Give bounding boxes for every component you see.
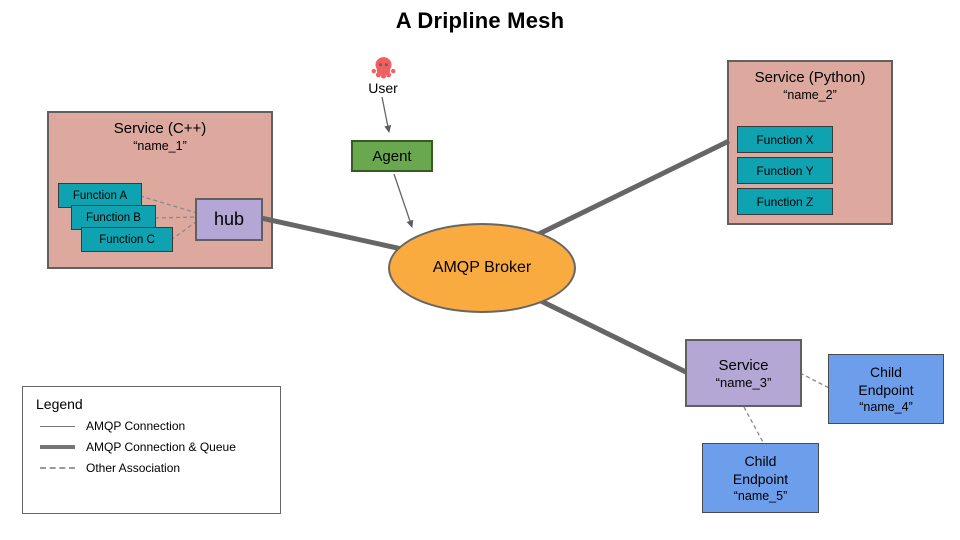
octopus-icon xyxy=(371,57,396,79)
service3-box: Service “name_3” xyxy=(685,339,802,407)
amqp-line-agent-broker xyxy=(393,173,414,228)
assoc-line-service3-child4 xyxy=(799,372,832,390)
agent-box: Agent xyxy=(351,140,433,172)
thick-line-swatch xyxy=(40,445,75,449)
thin-line-swatch xyxy=(40,425,75,427)
assoc-line-service3-child5 xyxy=(743,406,765,445)
service3-title: Service xyxy=(718,356,769,374)
service-cpp-title: Service (C++) xyxy=(113,120,207,137)
amqp-broker-ellipse: AMQP Broker xyxy=(388,223,576,313)
function-x-box: Function X xyxy=(737,126,833,153)
function-b-label: Function B xyxy=(86,211,141,224)
function-b-box: Function B xyxy=(71,205,156,230)
service-python-name: “name_2” xyxy=(783,88,837,102)
function-y-box: Function Y xyxy=(737,157,833,184)
legend-item-amqp-connection-queue: AMQP Connection & Queue xyxy=(40,440,280,454)
child-endpoint-5-title: Child Endpoint xyxy=(732,453,789,487)
function-c-box: Function C xyxy=(81,227,173,252)
amqp-broker-label: AMQP Broker xyxy=(432,259,532,276)
legend-label: Other Association xyxy=(86,461,181,475)
function-a-label: Function A xyxy=(72,189,128,202)
assoc-line-fnC-hub xyxy=(170,220,198,241)
hub-box: hub xyxy=(195,198,263,241)
child-endpoint-4-title: Child Endpoint xyxy=(858,364,914,398)
agent-label: Agent xyxy=(372,147,412,165)
child-endpoint-5-name: “name_5” xyxy=(733,489,788,503)
function-a-box: Function A xyxy=(58,183,142,208)
child-endpoint-5-box: Child Endpoint “name_5” xyxy=(702,443,819,513)
assoc-line-fnA-hub xyxy=(139,195,198,214)
hub-label: hub xyxy=(213,209,245,229)
function-x-label: Function X xyxy=(756,132,814,147)
amqp-line-user-agent xyxy=(381,96,392,133)
function-c-label: Function C xyxy=(99,233,155,246)
dashed-line-swatch xyxy=(40,467,75,469)
service-python-title: Service (Python) xyxy=(754,69,866,86)
function-z-label: Function Z xyxy=(756,194,814,209)
child-endpoint-4-name: “name_4” xyxy=(859,400,913,414)
service3-name: “name_3” xyxy=(715,374,772,390)
legend-box: Legend AMQP Connection AMQP Connection &… xyxy=(22,386,281,514)
user-label: User xyxy=(368,80,398,96)
legend-title: Legend xyxy=(36,396,83,412)
function-y-label: Function Y xyxy=(756,163,814,178)
function-z-box: Function Z xyxy=(737,188,833,215)
legend-label: AMQP Connection xyxy=(86,419,186,433)
legend-item-amqp-connection: AMQP Connection xyxy=(40,419,280,433)
child-endpoint-4-box: Child Endpoint “name_4” xyxy=(828,354,944,424)
service-cpp-name: “name_1” xyxy=(133,139,187,153)
diagram-title: A Dripline Mesh xyxy=(395,8,565,33)
legend-item-other-association: Other Association xyxy=(40,461,280,475)
assoc-line-fnB-hub xyxy=(154,216,198,219)
legend-label: AMQP Connection & Queue xyxy=(86,440,236,454)
